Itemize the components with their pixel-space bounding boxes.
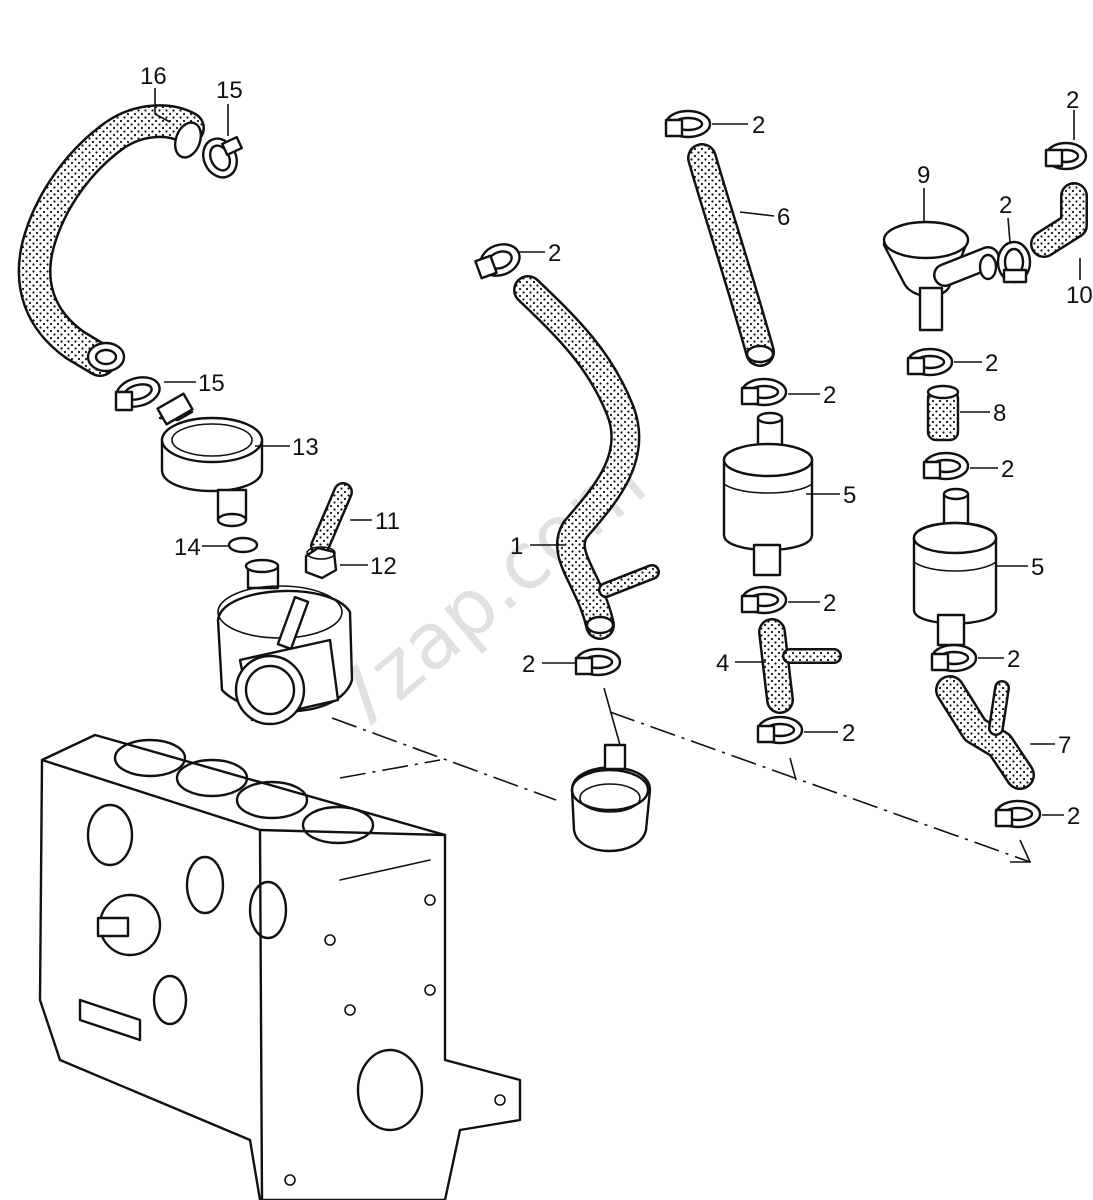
breather-hose-16 xyxy=(17,104,205,377)
assembly-lines xyxy=(331,687,1032,863)
hose-clamp-2-e xyxy=(740,585,788,615)
callout-1: 1 xyxy=(510,533,523,560)
callout-2-e: 2 xyxy=(823,590,836,617)
hose-clamp-2-k xyxy=(930,643,978,673)
valve-9 xyxy=(882,220,1000,332)
callout-15-top: 15 xyxy=(216,77,243,104)
callout-2-c: 2 xyxy=(752,112,765,139)
callout-8: 8 xyxy=(993,400,1006,427)
callout-2-k: 2 xyxy=(1007,646,1020,673)
hose-clamp-2-i xyxy=(906,347,954,377)
callout-2-a: 2 xyxy=(548,240,561,267)
hose-clamp-2-a xyxy=(474,243,521,280)
callout-2-l: 2 xyxy=(1067,803,1080,830)
callout-2-h: 2 xyxy=(1066,87,1079,114)
t-piece-4 xyxy=(758,618,842,714)
oil-separator-housing xyxy=(216,558,354,726)
callout-12: 12 xyxy=(370,553,397,580)
callout-7: 7 xyxy=(1058,732,1071,759)
hose-clamp-2-l xyxy=(994,799,1042,829)
callout-2-b: 2 xyxy=(522,651,535,678)
grommet xyxy=(570,743,652,853)
hose-clamp-2-c xyxy=(664,109,712,139)
hose-clamp-2-j xyxy=(922,451,970,481)
hose-clamp-2-h xyxy=(1044,141,1088,171)
callout-5-b: 5 xyxy=(1031,554,1044,581)
callout-14: 14 xyxy=(174,534,201,561)
engine-block xyxy=(38,733,522,1200)
hose-6 xyxy=(687,143,775,367)
hose-1 xyxy=(513,275,660,640)
callout-labels: 16 15 15 13 11 14 12 2 1 2 2 6 2 5 2 4 2… xyxy=(140,63,1093,830)
cap-nut-12 xyxy=(304,546,338,580)
hose-clamp-2-f xyxy=(756,715,804,745)
filter-5-b xyxy=(912,487,998,647)
hose-clamp-2-b xyxy=(574,647,622,677)
o-ring-14 xyxy=(227,536,259,554)
filter-5-a xyxy=(722,411,814,577)
callout-2-g: 2 xyxy=(999,192,1012,219)
callout-2-f: 2 xyxy=(842,720,855,747)
callout-15-lower: 15 xyxy=(198,370,225,397)
hose-clamp-15-lower xyxy=(114,376,161,412)
hose-clamp-15-top xyxy=(202,135,243,179)
callout-9: 9 xyxy=(917,162,930,189)
hose-10 xyxy=(1030,182,1088,258)
hose-8 xyxy=(926,384,960,442)
small-hose-11 xyxy=(310,482,353,556)
callout-2-i: 2 xyxy=(985,350,998,377)
callout-2-j: 2 xyxy=(1001,456,1014,483)
callout-2-d: 2 xyxy=(823,382,836,409)
callout-13: 13 xyxy=(292,434,319,461)
leader-lines xyxy=(154,88,1081,816)
callout-5-a: 5 xyxy=(843,482,856,509)
callout-6: 6 xyxy=(777,204,790,231)
hose-7 xyxy=(935,675,1035,790)
callout-16: 16 xyxy=(140,63,167,90)
pressure-valve-13 xyxy=(156,392,264,528)
callout-10: 10 xyxy=(1066,282,1093,309)
hose-clamp-2-d xyxy=(740,377,788,407)
callout-4: 4 xyxy=(716,650,729,677)
callout-11: 11 xyxy=(375,508,400,535)
hose-clamp-2-g xyxy=(996,240,1032,284)
